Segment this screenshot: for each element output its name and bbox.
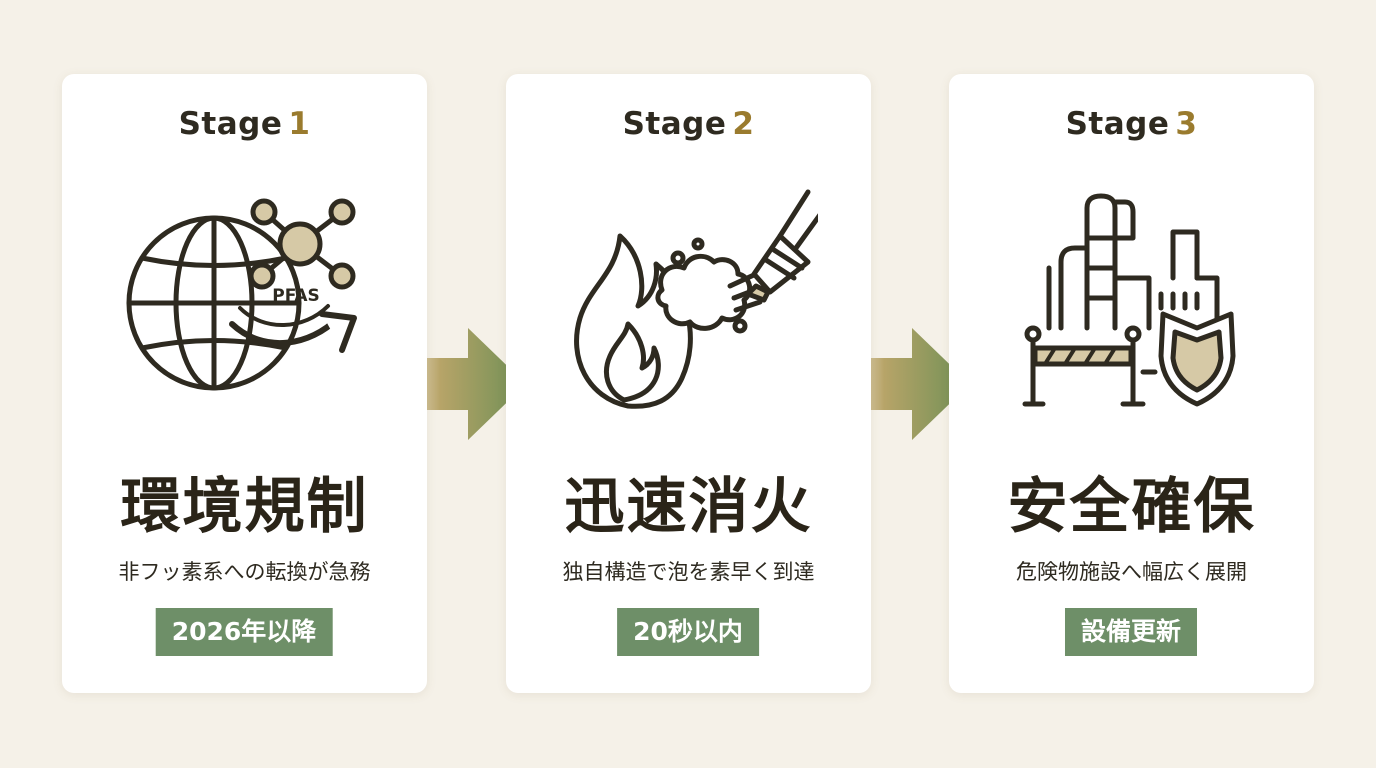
stage-label: Stage bbox=[1065, 106, 1170, 142]
stage-number: 2 bbox=[732, 106, 755, 142]
stage-heading: 迅速消火 bbox=[564, 472, 813, 542]
stage-number: 3 bbox=[1175, 106, 1198, 142]
pfas-label: PFAS bbox=[272, 286, 320, 306]
stage-heading: 環境規制 bbox=[120, 472, 369, 542]
stage-number: 1 bbox=[288, 106, 311, 142]
stage-description: 非フッ素系への転換が急務 bbox=[118, 560, 371, 584]
stage-description: 独自構造で泡を素早く到達 bbox=[562, 560, 815, 584]
stage-heading: 安全確保 bbox=[1007, 472, 1256, 542]
stage-badge: 設備更新 bbox=[1064, 608, 1198, 656]
stage-badge: 20秒以内 bbox=[617, 608, 759, 656]
fire-nozzle-icon bbox=[574, 189, 818, 409]
plant-shield-icon bbox=[1022, 193, 1236, 407]
stage-label: Stage bbox=[178, 106, 283, 142]
globe-molecule-icon: PFAS bbox=[126, 198, 357, 391]
stage-label: Stage bbox=[622, 106, 727, 142]
flow-arrow-2 bbox=[838, 328, 970, 440]
stage-badge: 2026年以降 bbox=[155, 608, 333, 656]
stage-description: 危険物施設へ幅広く展開 bbox=[1016, 560, 1247, 584]
flow-arrow-1 bbox=[394, 328, 526, 440]
